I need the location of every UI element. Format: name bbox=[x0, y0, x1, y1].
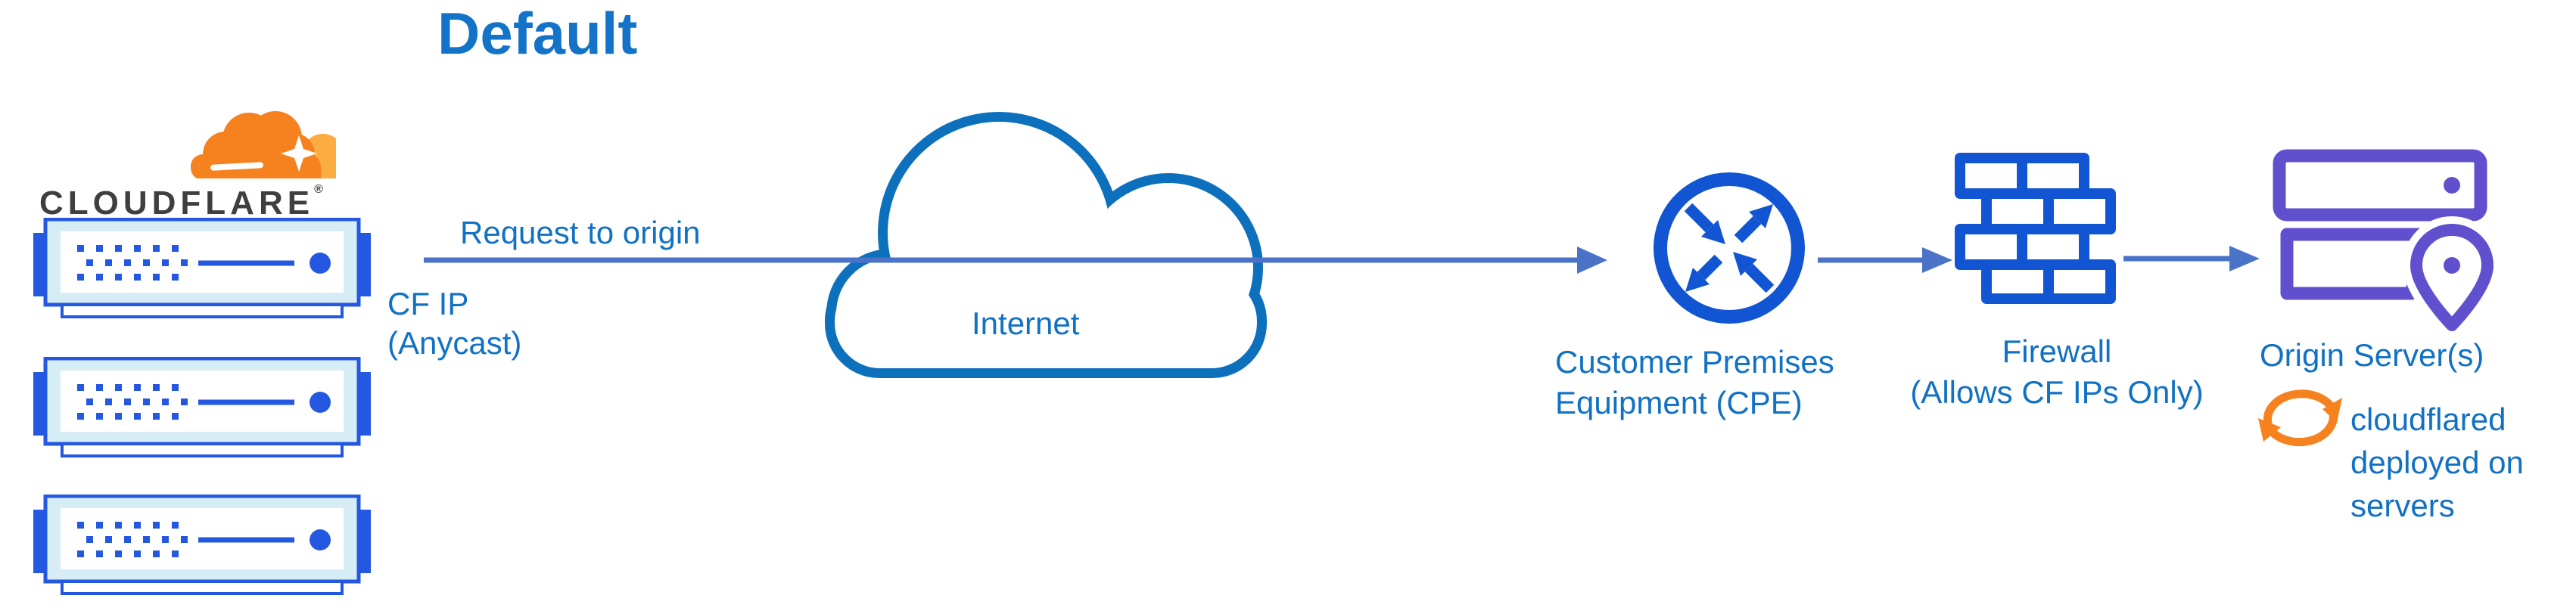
cloudflare-wordmark-text: CLOUDFLARE bbox=[39, 185, 315, 222]
cpe-label-line2: Equipment (CPE) bbox=[1555, 385, 1803, 420]
arrowhead-to-firewall bbox=[1922, 247, 1952, 273]
arrowhead-to-origin bbox=[2229, 246, 2260, 271]
internet-label: Internet bbox=[972, 305, 1080, 341]
internet-cloud-icon bbox=[825, 112, 1267, 378]
cloudflared-note: cloudflared deployed on servers bbox=[2350, 398, 2524, 527]
cpe-label: Customer Premises Equipment (CPE) bbox=[1555, 342, 1834, 423]
cloudflared-note-line3: servers bbox=[2350, 488, 2455, 523]
cpe-router-icon bbox=[1654, 172, 1805, 324]
cloudflare-logo-icon bbox=[191, 111, 336, 181]
origin-servers-label: Origin Server(s) bbox=[2260, 337, 2484, 373]
cf-ip-line2: (Anycast) bbox=[387, 325, 522, 361]
cloudflare-wordmark: CLOUDFLARE® bbox=[39, 183, 323, 222]
cloudflared-note-line2: deployed on bbox=[2350, 445, 2524, 480]
cf-ip-line1: CF IP bbox=[387, 286, 469, 321]
request-to-origin-label: Request to origin bbox=[460, 215, 701, 250]
cloudflared-sync-icon bbox=[2258, 389, 2342, 447]
registered-mark: ® bbox=[314, 183, 323, 196]
cf-ip-anycast-label: CF IP (Anycast) bbox=[387, 284, 521, 363]
firewall-label-line1: Firewall bbox=[2002, 333, 2112, 369]
cloudflared-note-line1: cloudflared bbox=[2350, 402, 2506, 437]
arrowhead-to-cpe bbox=[1577, 247, 1607, 274]
page-title: Default bbox=[437, 0, 638, 67]
firewall-icon bbox=[1955, 153, 2116, 304]
firewall-label: Firewall (Allows CF IPs Only) bbox=[1886, 331, 2228, 413]
location-pin-icon bbox=[2410, 224, 2494, 331]
origin-servers-icon bbox=[2273, 149, 2497, 331]
firewall-label-line2: (Allows CF IPs Only) bbox=[1910, 374, 2204, 410]
cpe-label-line1: Customer Premises bbox=[1555, 344, 1834, 380]
edge-server-icon bbox=[33, 218, 371, 318]
edge-server-icon bbox=[33, 357, 371, 457]
edge-server-icon bbox=[33, 495, 371, 595]
